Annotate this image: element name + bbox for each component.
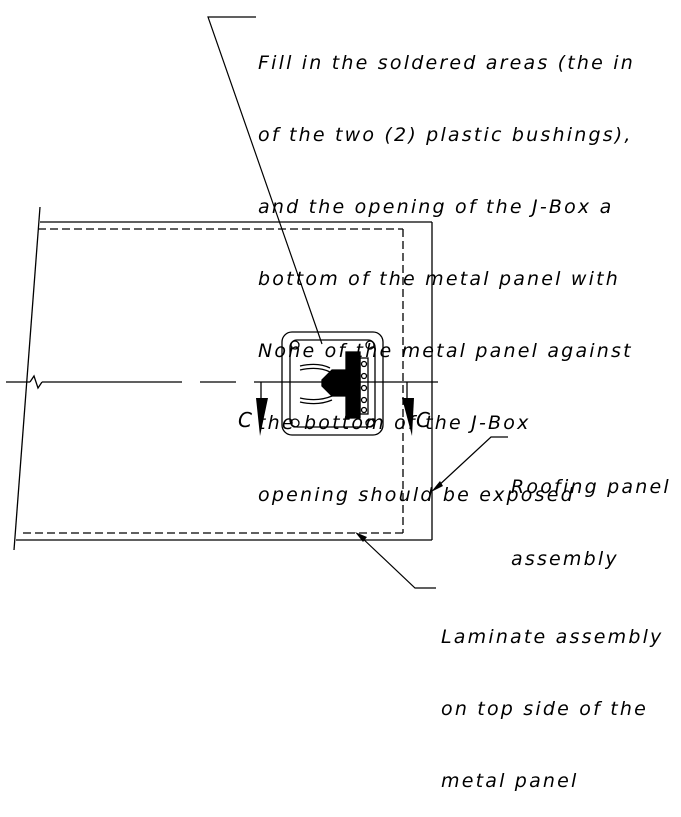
roofing-note-line: assembly [511, 548, 619, 570]
laminate-leader [359, 535, 436, 589]
solder-note-line: None of the metal panel against [258, 340, 633, 362]
laminate-outline [20, 228, 404, 534]
roofing-note-line: Roofing panel [511, 476, 671, 498]
panel-drawing: C C [6, 16, 508, 589]
solder-note: Fill in the soldered areas (the in of th… [258, 3, 635, 531]
laminate-note-line: metal panel [441, 770, 579, 792]
laminate-note-line: on top side of the [441, 698, 648, 720]
solder-note-line: of the two (2) plastic bushings), [258, 124, 633, 146]
section-cut-line [260, 382, 408, 398]
section-label-right: C [416, 408, 430, 432]
solder-note-line: opening should be exposed [258, 484, 575, 506]
laminate-arrowhead [355, 532, 367, 542]
solder-note-line: Fill in the soldered areas (the in [258, 52, 636, 74]
solder-note-line: and the opening of the J-Box a [258, 196, 614, 218]
roofing-note: Roofing panel assembly [511, 427, 671, 595]
section-label-left: C [238, 408, 252, 432]
solder-leader [207, 16, 323, 345]
junction-box [281, 331, 384, 436]
laminate-note: Laminate assembly on top side of the met… [441, 577, 664, 817]
solder-note-line: bottom of the metal panel with [258, 268, 621, 290]
section-arrow-right [402, 398, 414, 436]
section-arrow-left [256, 398, 268, 436]
solder-note-line: the bottom of the J-Box [258, 412, 531, 434]
laminate-note-line: Laminate assembly [441, 626, 664, 648]
roofing-arrowhead [431, 481, 443, 492]
roofing-leader [435, 436, 508, 489]
